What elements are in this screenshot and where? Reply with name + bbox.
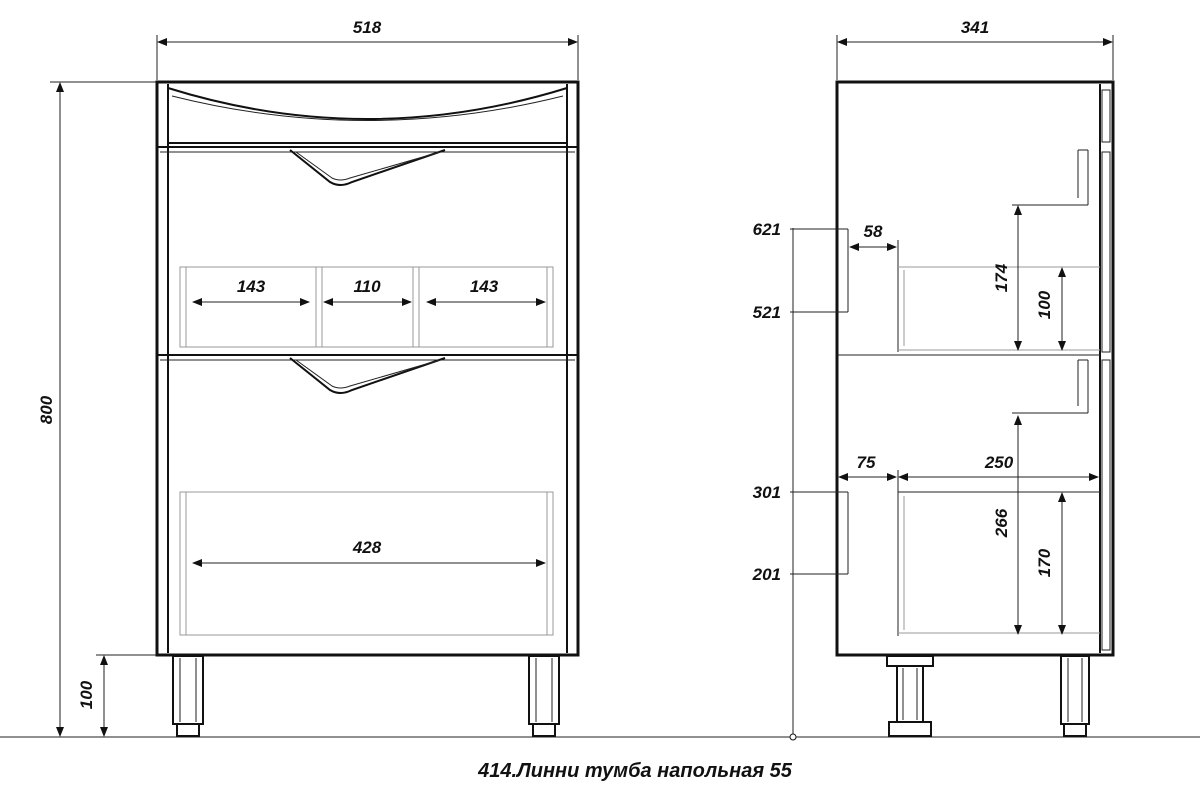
- side-handle-top-lower: 521: [753, 303, 781, 322]
- side-offset-bottom: 75: [857, 453, 876, 472]
- front-leg-dim: 100: [77, 680, 96, 709]
- top-drawer-internal: 143 110 143: [179, 266, 554, 348]
- side-handle-bottom-upper: 301: [753, 483, 781, 502]
- side-view: 341 621 521 58 174: [752, 18, 1115, 741]
- side-bottom-drawer-outer: 266: [992, 508, 1011, 538]
- top-drawer-width-1: 143: [237, 277, 266, 296]
- drawing-title: 414.Линни тумба напольная 55: [477, 760, 793, 782]
- side-depth-dim: 341: [961, 18, 989, 37]
- side-legs: [886, 655, 1090, 737]
- side-handle-bottom-lower: 201: [752, 565, 781, 584]
- side-bottom-drawer-depth: 250: [984, 453, 1014, 472]
- front-legs: [172, 655, 560, 737]
- bottom-drawer-width: 428: [352, 538, 382, 557]
- side-offset-top: 58: [864, 222, 883, 241]
- side-top-drawer-outer: 174: [992, 263, 1011, 292]
- side-bottom-drawer-inner: 170: [1035, 548, 1054, 577]
- side-top-drawer-inner: 100: [1035, 290, 1054, 319]
- front-height-dim: 800: [37, 395, 56, 424]
- bottom-drawer-internal: 428: [179, 491, 554, 636]
- side-top-drawer: 174 100: [897, 149, 1100, 352]
- front-view: 518 800 100: [37, 18, 580, 737]
- top-drawer-width-3: 143: [470, 277, 499, 296]
- side-bottom-drawer: 266 170: [897, 359, 1100, 636]
- side-handle-top-upper: 621: [753, 220, 781, 239]
- top-drawer-width-2: 110: [353, 277, 381, 296]
- front-width-dim: 518: [353, 18, 382, 37]
